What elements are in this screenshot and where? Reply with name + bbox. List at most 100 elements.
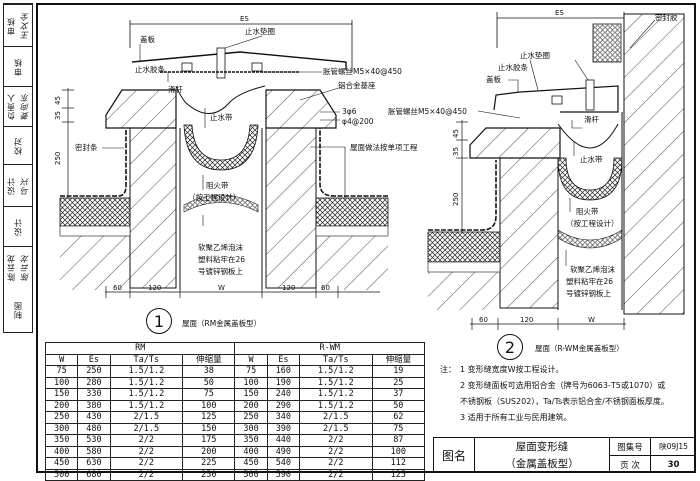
dim-35: 35 <box>54 111 62 120</box>
table-cell: 75 <box>44 365 79 378</box>
table-cell: 125 <box>371 469 426 481</box>
notes-prefix: 注： <box>440 365 456 374</box>
label-sealing: 密封条 <box>75 142 98 152</box>
dim-es: ES <box>240 15 249 23</box>
table-cell: 100 <box>182 400 236 412</box>
table-cell: 330 <box>77 388 111 401</box>
table-cell: 450 <box>234 457 268 470</box>
cover-plate <box>131 51 347 70</box>
label-fire-band: 阻火带 <box>206 181 229 190</box>
table-cell: 500 <box>44 469 79 481</box>
table-cell: 240 <box>266 388 301 401</box>
note-item: 1 变形缝宽度W按工程设计。 <box>460 365 564 374</box>
table-cell: 680 <box>77 469 111 481</box>
table-cell: 300 <box>234 423 268 435</box>
sealant-block <box>592 23 622 63</box>
table-cell: 350 <box>234 434 268 447</box>
drawing-title-line-2: （金属盖板型） <box>505 457 579 470</box>
col-expansion: 伸缩量 <box>371 354 426 366</box>
label-foam-3-2: 号镀锌钢板上 <box>566 288 611 298</box>
table-cell: 2/2 <box>109 457 184 470</box>
label-washer-2: 止水垫圈 <box>520 50 550 60</box>
table-cell: 1.5/1.2 <box>299 377 373 389</box>
col-w: W <box>44 354 79 366</box>
table-cell: 75 <box>371 423 426 435</box>
title-block: 图名 屋面变形缝 （金属盖板型） 图集号 陕09J15 页 次 30 <box>433 437 696 473</box>
group-rm: RM <box>44 342 236 355</box>
dim-w-2: W <box>588 316 595 324</box>
table-cell: 38 <box>182 365 236 378</box>
dim-60-right: 60 <box>321 284 330 292</box>
table-cell: 450 <box>44 457 79 470</box>
col-ta-ts: Ta/Ts <box>299 354 373 366</box>
label-base: 铝合金基座 <box>338 80 376 90</box>
label-foam-1: 软聚乙烯泡沫 <box>198 242 243 252</box>
label-sealant: 密封胶 <box>655 12 678 22</box>
table-cell: 19 <box>371 365 426 378</box>
table-cell: 580 <box>77 446 111 458</box>
table-cell: 100 <box>234 377 268 389</box>
table-cell: 2/1.5 <box>299 423 373 435</box>
label-seal-strip: 止水胶条 <box>135 64 165 74</box>
label-foam-2: 塑料粘牢在26 <box>198 254 245 264</box>
table-cell: 250 <box>77 365 111 378</box>
title-name-label: 图名 <box>434 438 475 473</box>
table-cell: 150 <box>44 388 79 401</box>
table-cell: 190 <box>266 377 301 389</box>
table-cell: 1.5/1.2 <box>109 365 184 378</box>
fire-band <box>183 124 259 171</box>
table-cell: 2/2 <box>109 469 184 481</box>
note-item: 不锈钢板（SUS202），Ta/Ts表示铝合金/不锈钢面板厚度。 <box>460 397 669 406</box>
detail-caption-1: 屋面（RM金属盖板型） <box>182 319 262 328</box>
table-cell: 25 <box>371 377 426 389</box>
page-value: 30 <box>667 459 680 470</box>
table-cell: 380 <box>77 400 111 412</box>
table-cell: 160 <box>266 365 301 378</box>
water-stop-band <box>175 85 266 114</box>
group-rwm: R-WM <box>234 342 425 355</box>
table-cell: 1.5/1.2 <box>299 388 373 401</box>
table-cell: 37 <box>371 388 426 401</box>
label-seal-strip-2: 止水胶条 <box>498 62 528 72</box>
atlas-value: 陕09J15 <box>659 442 688 451</box>
table-cell: 2/2 <box>299 446 373 458</box>
label-foam-3: 号镀锌钢板上 <box>198 266 243 276</box>
dim-es-2: ES <box>555 9 564 17</box>
table-cell: 2/1.5 <box>299 411 373 424</box>
col-w: W <box>234 354 268 366</box>
table-cell: 590 <box>266 469 301 481</box>
table-cell: 50 <box>371 400 426 412</box>
bolt-icon <box>216 47 226 79</box>
label-roof-note: 屋面做法按单项工程 <box>350 142 418 152</box>
table-cell: 2/2 <box>109 434 184 447</box>
label-rebar-2: φ4@200 <box>342 117 374 126</box>
table-cell: 50 <box>182 377 236 389</box>
page-label: 页 次 <box>610 456 651 473</box>
table-cell: 480 <box>77 423 111 435</box>
detail-caption-2: 屋面（R-WM金属盖板型） <box>535 344 624 353</box>
table-cell: 400 <box>44 446 79 458</box>
table-cell: 2/1.5 <box>109 411 184 424</box>
table-cell: 250 <box>234 411 268 424</box>
label-rod: 滑杆 <box>168 84 183 94</box>
table-cell: 2/2 <box>299 434 373 447</box>
table-cell: 530 <box>77 434 111 447</box>
table-cell: 175 <box>182 434 236 447</box>
table-cell: 350 <box>44 434 79 447</box>
detail-number-1: 1 <box>146 308 172 334</box>
notes: 注：1 变形缝宽度W按工程设计。 2 变形缝面板可选用铝合金（牌号为6063-T… <box>440 362 700 426</box>
table-cell: 490 <box>266 446 301 458</box>
table-cell: 250 <box>44 411 79 424</box>
table-cell: 62 <box>371 411 426 424</box>
table-cell: 540 <box>266 457 301 470</box>
table-cell: 75 <box>182 388 236 401</box>
label-washer: 止水垫圈 <box>245 26 275 36</box>
table-cell: 100 <box>44 377 79 389</box>
table-cell: 200 <box>234 400 268 412</box>
